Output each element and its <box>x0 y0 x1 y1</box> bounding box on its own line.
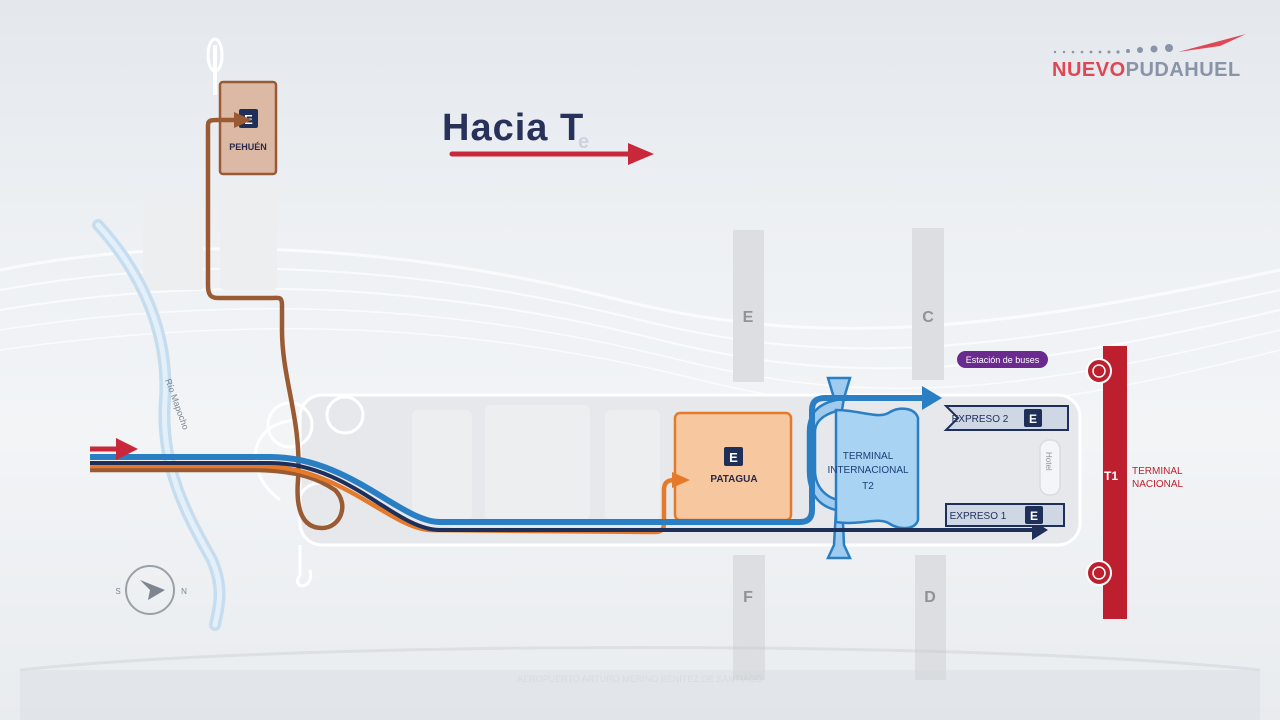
parking-badge <box>1024 409 1042 427</box>
pier-d: D <box>915 555 946 680</box>
compass-north-label: N <box>181 587 187 596</box>
parking-badge <box>1025 506 1043 524</box>
nuevo-pudahuel-logo: NUEVOPUDAHUEL <box>1050 30 1260 86</box>
pier-e-label: E <box>743 309 754 326</box>
compass-south-label: S <box>115 587 120 596</box>
bus-station[interactable]: Estación de buses <box>957 351 1048 368</box>
compass: S N <box>115 565 187 615</box>
logo-text-pudahuel: PUDAHUEL <box>1125 59 1241 81</box>
patagua-label: PATAGUA <box>710 474 757 485</box>
pehuen-label: PEHUÉN <box>229 142 267 152</box>
heading-text: Hacia T <box>442 107 584 149</box>
pier-c: C <box>912 228 944 380</box>
t2-label-line3: T2 <box>862 481 874 492</box>
terminal-t2[interactable]: TERMINAL INTERNACIONAL T2 <box>806 376 920 560</box>
pier-c-label: C <box>922 309 934 326</box>
parking-badge <box>724 447 743 466</box>
expreso-1-label: EXPRESO 1 <box>950 511 1007 522</box>
logo-text: NUEVOPUDAHUEL <box>1052 59 1241 82</box>
parking-badge-letter: E <box>1029 412 1037 426</box>
heading-text-faded: e <box>578 131 589 153</box>
footer-watermark-text: AEROPUERTO ARTURO MERINO BENÍTEZ DE SANT… <box>517 674 763 684</box>
route-brown-pehuen <box>90 112 345 531</box>
parking-badge-letter: E <box>729 450 738 465</box>
logo-mark-icon <box>1053 34 1246 54</box>
heading-arrow <box>449 143 654 165</box>
t2-label-line1: TERMINAL <box>843 451 894 462</box>
pier-d-label: D <box>924 589 936 606</box>
parking-pehuen[interactable]: E PEHUÉN <box>218 80 278 176</box>
hotel: Hotel <box>1039 439 1061 496</box>
terminal-t1[interactable]: T1 TERMINAL NACIONAL <box>1086 346 1184 619</box>
parking-blocks <box>143 182 660 520</box>
bus-station-label: Estación de buses <box>966 355 1040 365</box>
expreso-2-label: EXPRESO 2 <box>952 414 1009 425</box>
logo-text-nuevo: NUEVO <box>1052 59 1126 81</box>
airport-building-watermark: AEROPUERTO ARTURO MERINO BENÍTEZ DE SANT… <box>19 646 1261 720</box>
t1-label: T1 <box>1104 469 1118 483</box>
expreso-1-stop[interactable]: EXPRESO 1 E <box>945 503 1065 527</box>
route-red-arrow <box>90 438 138 460</box>
parking-patagua[interactable]: E PATAGUA <box>673 411 793 522</box>
parking-badge-letter: E <box>1030 509 1038 523</box>
compass-arrow-icon <box>140 580 165 600</box>
pier-f-label: F <box>743 589 753 606</box>
t2-label-line2: INTERNACIONAL <box>827 465 909 476</box>
terminal-nacional-line2: NACIONAL <box>1132 479 1184 490</box>
expreso-2-stop[interactable]: EXPRESO 2 E <box>943 405 1069 431</box>
terminal-nacional-line1: TERMINAL <box>1132 466 1183 477</box>
pier-f: F <box>733 555 765 680</box>
route-blue-t2 <box>90 386 942 525</box>
hotel-label: Hotel <box>1044 452 1053 471</box>
pier-e: E <box>733 230 764 382</box>
